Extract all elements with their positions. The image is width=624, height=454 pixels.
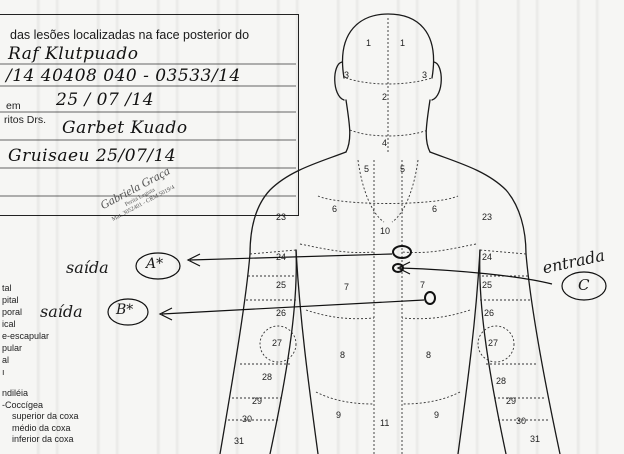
region-8-right: 8 <box>426 350 431 360</box>
region-27-left: 27 <box>272 338 282 348</box>
region-3-right: 3 <box>422 70 427 80</box>
region-9-left: 9 <box>336 410 341 420</box>
region-4: 4 <box>382 138 387 148</box>
region-9-right: 9 <box>434 410 439 420</box>
region-26-left: 26 <box>276 308 286 318</box>
arrow-exit-b <box>162 300 424 314</box>
region-1-left: 1 <box>366 38 371 48</box>
region-11: 11 <box>380 418 389 428</box>
region-5-left: 5 <box>364 164 369 174</box>
arrow-exit-a <box>190 254 392 260</box>
region-8-left: 8 <box>340 350 345 360</box>
neck-left <box>346 100 350 152</box>
region-6-left: 6 <box>332 204 337 214</box>
torso-left <box>296 250 318 454</box>
lesion-mark-lower <box>425 292 435 304</box>
region-25-left: 25 <box>276 280 286 290</box>
left-shoulder <box>250 152 346 254</box>
region-3-left: 3 <box>344 70 349 80</box>
region-28-left: 28 <box>262 372 272 382</box>
region-29-left: 29 <box>252 396 262 406</box>
entry-marker: C <box>578 276 589 294</box>
neck-right <box>426 100 430 152</box>
right-arm-outer <box>526 254 560 454</box>
region-23-right: 23 <box>482 212 492 222</box>
region-24-left: 24 <box>276 252 286 262</box>
region-30-left: 30 <box>242 414 252 424</box>
region-6-right: 6 <box>432 204 437 214</box>
region-26-right: 26 <box>484 308 494 318</box>
region-2: 2 <box>382 92 387 102</box>
region-7-right: 7 <box>420 280 425 290</box>
exit-a-marker: A* <box>146 256 163 272</box>
exit-b-marker: B* <box>116 302 133 318</box>
left-arm-outer <box>220 254 250 454</box>
region-7-left: 7 <box>344 282 349 292</box>
region-5-right: 5 <box>400 164 405 174</box>
region-1-right: 1 <box>400 38 405 48</box>
region-27-right: 27 <box>488 338 498 348</box>
exit-a-word: saída <box>66 258 109 277</box>
region-24-right: 24 <box>482 252 492 262</box>
region-30-right: 30 <box>516 416 526 426</box>
torso-right <box>458 250 480 454</box>
region-10: 10 <box>380 226 390 236</box>
region-28-right: 28 <box>496 376 506 386</box>
region-31-right: 31 <box>530 434 540 444</box>
region-31-left: 31 <box>234 436 244 446</box>
exit-b-word: saída <box>40 302 83 321</box>
region-29-right: 29 <box>506 396 516 406</box>
right-shoulder <box>430 152 526 254</box>
region-25-right: 25 <box>482 280 492 290</box>
region-23-left: 23 <box>276 212 286 222</box>
